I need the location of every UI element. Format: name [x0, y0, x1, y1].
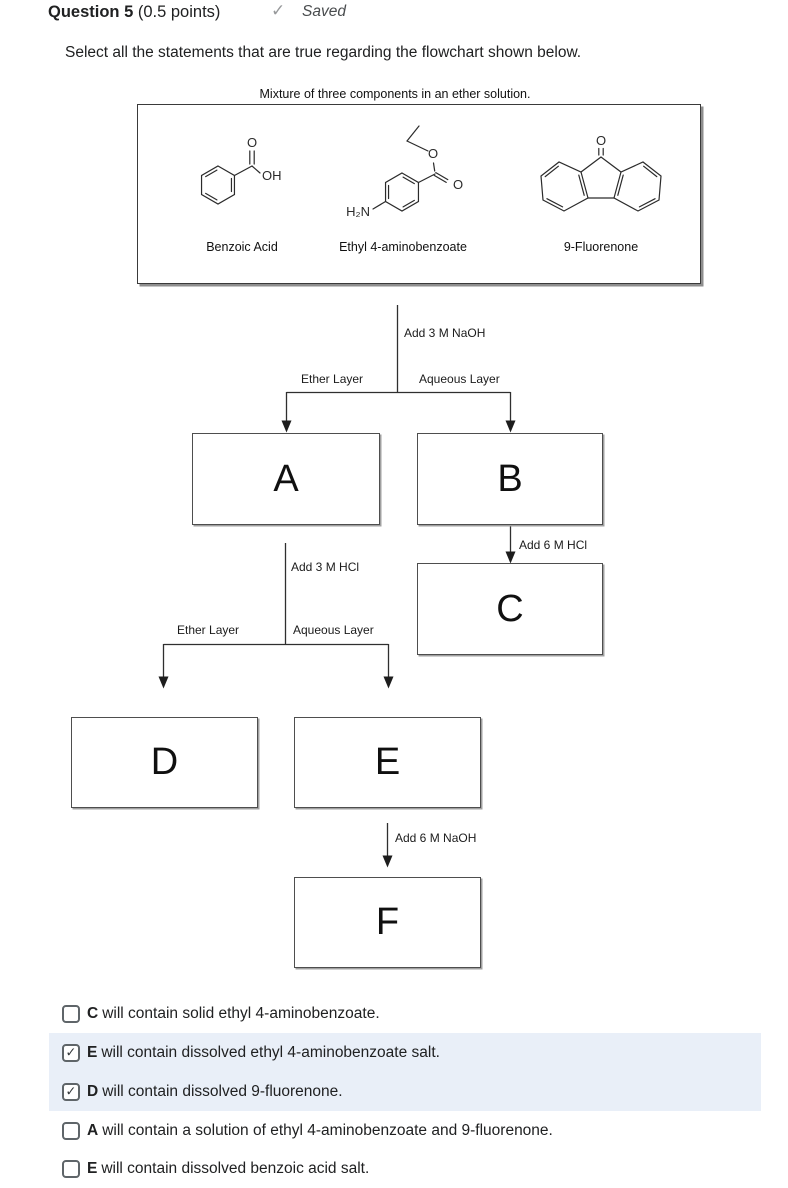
arrowhead-icon	[281, 420, 292, 433]
fluorenone-structure: O	[540, 133, 662, 212]
question-header: Question 5 (0.5 points)	[48, 3, 220, 22]
option-letter: D	[87, 1082, 99, 1100]
saved-status: Saved	[302, 3, 346, 20]
check-glyph: ✓	[65, 1044, 77, 1060]
ethyl-4-aminobenzoate-structure: O O H₂N	[346, 125, 463, 219]
atom-label-ester-o: O	[428, 146, 438, 161]
atom-label-h2n: H₂N	[346, 204, 370, 219]
question-prompt: Select all the statements that are true …	[65, 44, 582, 61]
option-row: ✓ E will contain dissolved ethyl 4-amino…	[49, 1033, 761, 1072]
flow-box-a: A	[192, 433, 380, 525]
arrowhead-icon	[158, 676, 169, 689]
arrowhead-icon	[382, 855, 393, 868]
option-letter: A	[87, 1121, 99, 1139]
option-row: A will contain a solution of ethyl 4-ami…	[49, 1111, 761, 1150]
flow-box-d: D	[71, 717, 258, 808]
option-text: will contain dissolved ethyl 4-aminobenz…	[101, 1043, 440, 1061]
option-text: will contain solid ethyl 4-aminobenzoate…	[102, 1004, 380, 1022]
label-add-6m-naoh: Add 6 M NaOH	[395, 831, 477, 845]
checkbox[interactable]: ✓	[62, 1043, 80, 1062]
label-ether-layer-2: Ether Layer	[177, 623, 240, 637]
mixture-box-title: Mixture of three components in an ether …	[259, 87, 531, 101]
option-letter: E	[87, 1043, 98, 1061]
atom-label-oh: OH	[262, 168, 282, 183]
benzoic-acid-structure: O OH	[200, 135, 282, 205]
label-aqueous-layer-1: Aqueous Layer	[419, 372, 500, 386]
option-letter: C	[87, 1004, 99, 1022]
flow-box-e: E	[294, 717, 481, 808]
ethyl-4-aminobenzoate-label: Ethyl 4-aminobenzoate	[339, 240, 467, 254]
atom-label-carbonyl-o: O	[453, 177, 463, 192]
checkbox[interactable]: ✓	[62, 1082, 80, 1101]
label-add-3m-naoh: Add 3 M NaOH	[404, 326, 486, 340]
check-glyph: ✓	[65, 1083, 77, 1099]
arrowhead-icon	[505, 551, 516, 564]
label-aqueous-layer-2: Aqueous Layer	[293, 623, 374, 637]
question-points: (0.5 points)	[137, 3, 221, 21]
checkbox[interactable]	[62, 1121, 80, 1140]
option-letter: E	[87, 1159, 98, 1177]
flow-box-c: C	[417, 563, 603, 655]
option-text: will contain a solution of ethyl 4-amino…	[102, 1121, 553, 1139]
checkbox[interactable]	[62, 1004, 80, 1023]
label-ether-layer-1: Ether Layer	[301, 372, 364, 386]
option-text: will contain dissolved 9-fluorenone.	[102, 1082, 343, 1100]
option-row: C will contain solid ethyl 4-aminobenzoa…	[49, 994, 761, 1033]
atom-label-ketone-o: O	[596, 133, 606, 148]
arrowhead-icon	[505, 420, 516, 433]
option-row: E will contain dissolved benzoic acid sa…	[49, 1149, 761, 1188]
atom-label-o: O	[247, 135, 257, 150]
flow-box-f: F	[294, 877, 481, 968]
label-add-6m-hcl: Add 6 M HCl	[519, 538, 588, 552]
checkbox[interactable]	[62, 1159, 80, 1178]
benzoic-acid-label: Benzoic Acid	[206, 240, 278, 254]
fluorenone-label: 9-Fluorenone	[563, 240, 639, 254]
arrowhead-icon	[383, 676, 394, 689]
flow-box-b: B	[417, 433, 603, 525]
question-title: Question 5	[48, 3, 134, 21]
saved-check-icon: ✓	[271, 1, 286, 20]
label-add-3m-hcl: Add 3 M HCl	[291, 560, 360, 574]
option-row: ✓ D will contain dissolved 9-fluorenone.	[49, 1072, 761, 1111]
option-text: will contain dissolved benzoic acid salt…	[101, 1159, 370, 1177]
